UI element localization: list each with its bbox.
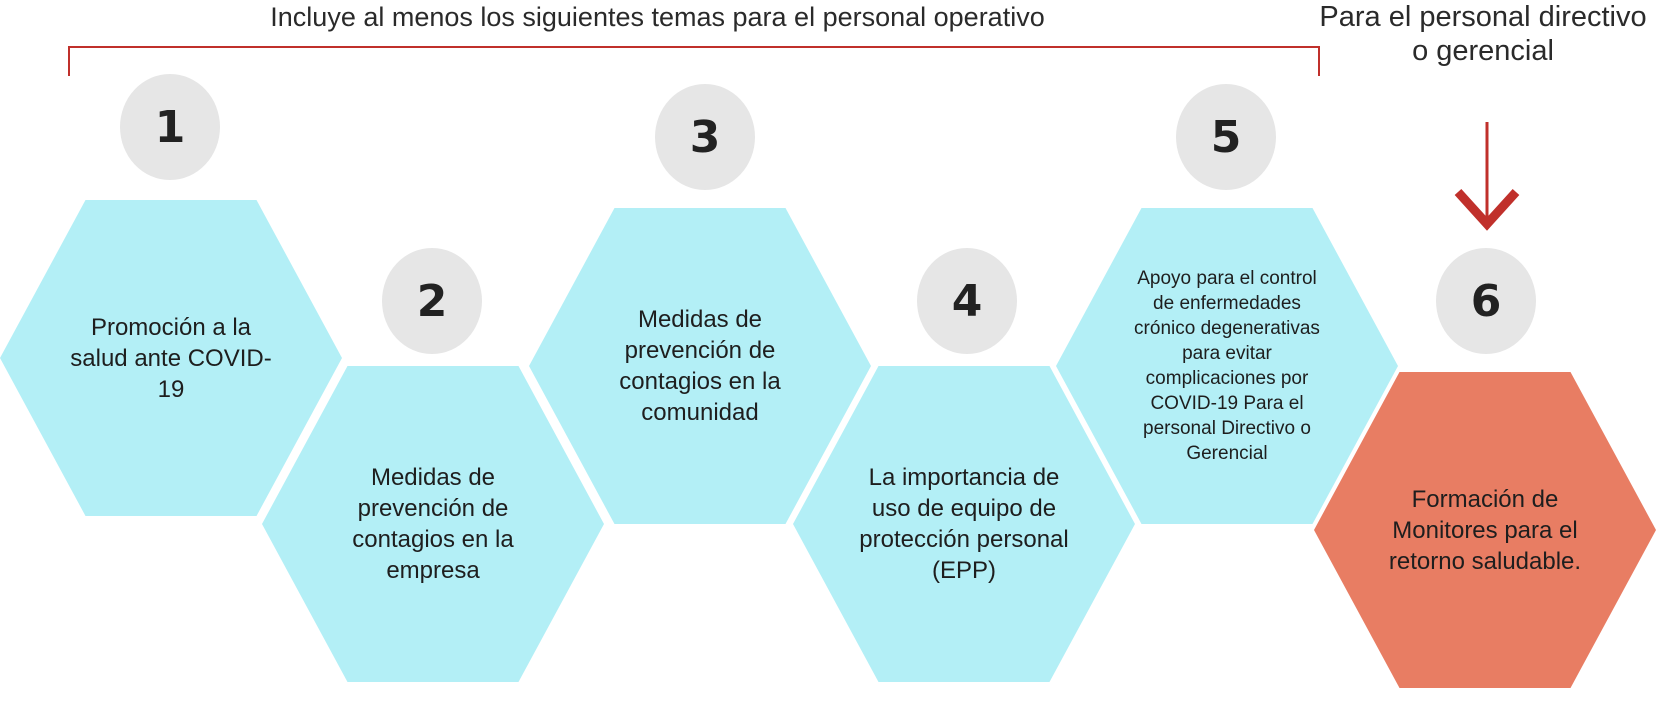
step-4-text: La importancia de uso de equipo de prote… — [859, 464, 1069, 584]
step-5-text: Apoyo para el control de enfermedades cr… — [1134, 268, 1320, 464]
down-arrow-icon — [1454, 122, 1520, 231]
management-topics-title: Para el personal directivo o gerencial — [1319, 1, 1647, 67]
step-1-text: Promoción a la salud ante COVID-19 — [70, 313, 272, 403]
step-3-text: Medidas de prevención de contagios en la… — [619, 306, 781, 426]
operative-topics-bracket — [68, 46, 1320, 76]
step-1-hexagon: Promoción a la salud ante COVID-19 — [0, 200, 342, 516]
step-4-number: 4 — [917, 248, 1017, 354]
step-2-number: 2 — [382, 248, 482, 354]
step-6-text: Formación de Monitores para el retorno s… — [1388, 485, 1582, 575]
step-2-hexagon: Medidas de prevención de contagios en la… — [262, 366, 604, 682]
step-1-number: 1 — [120, 74, 220, 180]
step-5-number: 5 — [1176, 84, 1276, 190]
step-2-text: Medidas de prevención de contagios en la… — [352, 464, 514, 584]
step-3-number: 3 — [655, 84, 755, 190]
step-6-number: 6 — [1436, 248, 1536, 354]
operative-topics-title: Incluye al menos los siguientes temas pa… — [270, 2, 1045, 32]
